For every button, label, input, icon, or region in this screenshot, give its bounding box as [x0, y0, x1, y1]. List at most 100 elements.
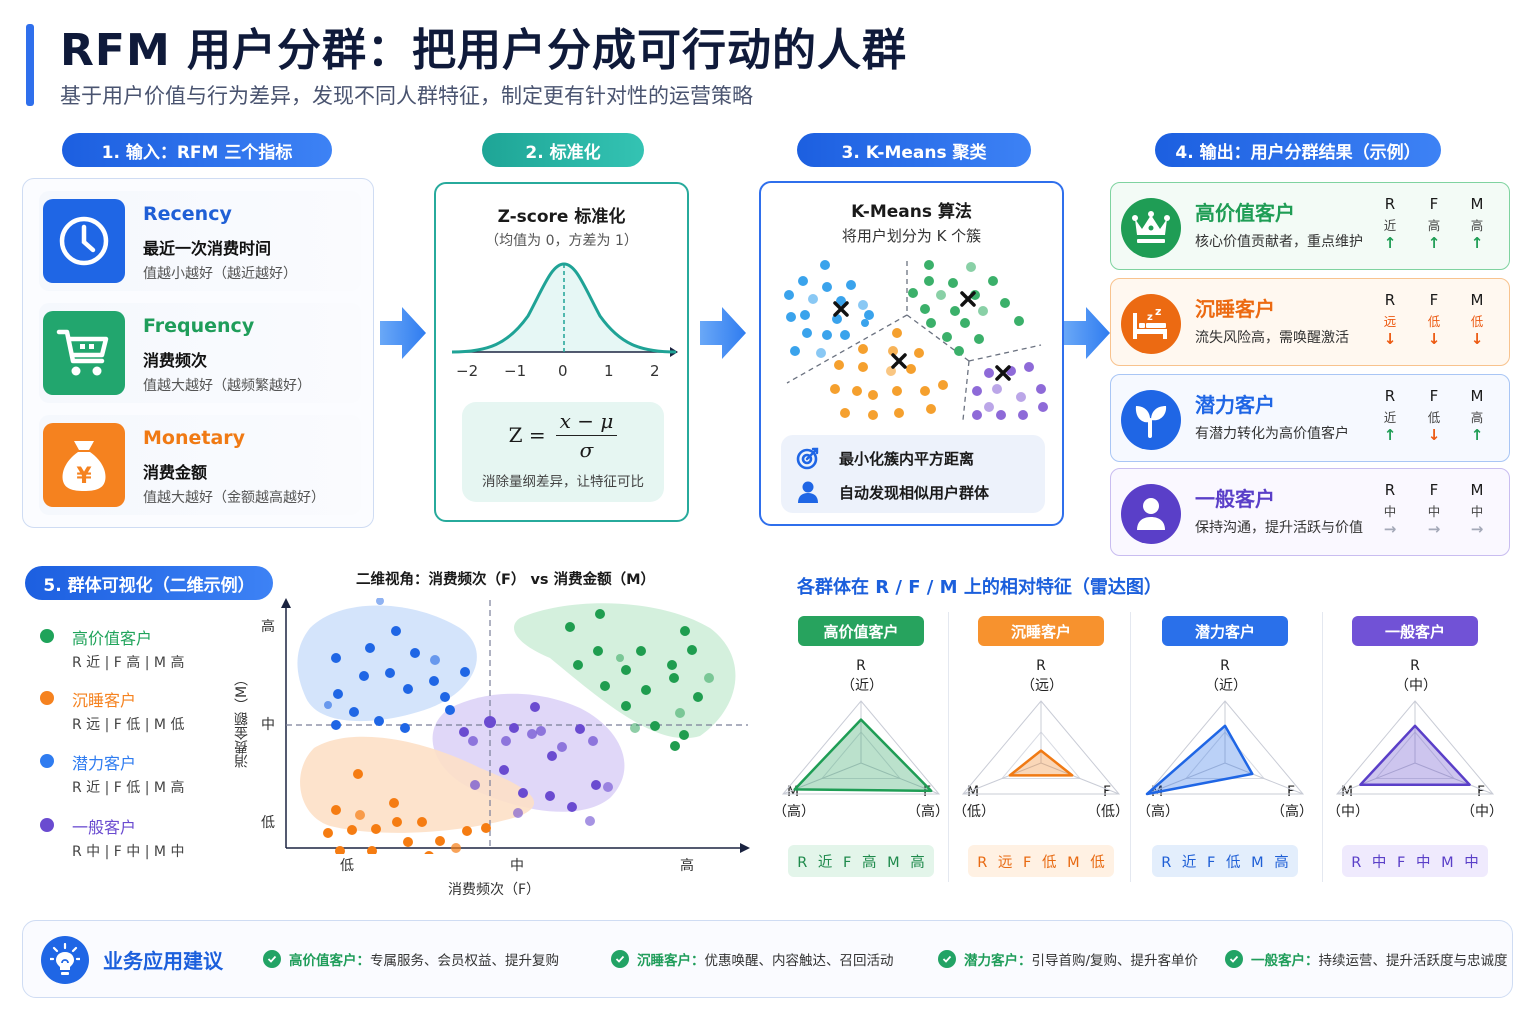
arrow-up-icon: ↑	[1427, 234, 1441, 252]
kmeans-subtitle: 将用户划分为 K 个簇	[841, 227, 982, 245]
rfm-metrics-panel: Recency 最近一次消费时间 值越小越好（越近越好） Frequency 消…	[22, 178, 374, 528]
title-accent-bar	[26, 24, 34, 106]
page-title: RFM 用户分群：把用户分成可行动的人群	[60, 25, 908, 76]
kmeans-note-text: 自动发现相似用户群体	[839, 483, 990, 502]
segment-desc: 有潜力转化为高价值客户	[1195, 426, 1349, 442]
svg-text:¥: ¥	[76, 464, 92, 489]
formula-numerator: x − μ	[555, 409, 618, 436]
radar-section-title: 各群体在 R / F / M 上的相对特征（雷达图）	[797, 577, 1162, 598]
metric-desc: 值越小越好（越近越好）	[143, 266, 297, 282]
arrow-right-icon	[380, 307, 426, 359]
check-circle-icon	[611, 950, 629, 968]
tick-label: 0	[558, 362, 568, 380]
metric-monetary: ¥ Monetary 消费金额 值越大越好（金额越高越好）	[39, 415, 361, 515]
radar-chart	[1145, 700, 1305, 796]
x-axis-label: 消费频次（F）	[448, 882, 541, 898]
arrow-right-icon: →	[1383, 520, 1397, 538]
advice-item: 沉睡客户：优惠唤醒、内容触达、召回活动	[611, 949, 894, 969]
svg-text:z: z	[1147, 312, 1153, 323]
tick-label: −2	[456, 362, 479, 380]
metric-name: Frequency	[143, 315, 255, 337]
check-circle-icon	[263, 950, 281, 968]
radar-chart	[781, 700, 941, 795]
advice-item: 高价值客户：专属服务、会员权益、提升复购	[263, 949, 559, 969]
metric-frequency: Frequency 消费频次 值越大越好（越频繁越好）	[39, 303, 361, 403]
segment-desc: 流失风险高，需唤醒激活	[1195, 330, 1349, 346]
user-icon	[795, 479, 821, 505]
step5-label: 5. 群体可视化（二维示例）	[25, 566, 273, 600]
step3-label: 3. K-Means 聚类	[797, 133, 1031, 167]
y-tick: 高	[261, 619, 275, 635]
check-circle-icon	[938, 950, 956, 968]
segment-name: 高价值客户	[1195, 201, 1295, 225]
step2-label: 2. 标准化	[482, 133, 644, 167]
arrow-down-icon: ↓	[1427, 426, 1441, 444]
svg-text:z: z	[1155, 307, 1161, 318]
metric-recency: Recency 最近一次消费时间 值越小越好（越近越好）	[39, 191, 361, 291]
lightbulb-icon	[41, 936, 89, 984]
kmeans-notes-box: 最小化簇内平方距离 自动发现相似用户群体	[781, 435, 1045, 513]
kmeans-title: K-Means 算法	[851, 202, 972, 222]
arrow-right-icon	[700, 307, 746, 359]
kmeans-panel: K-Means 算法 将用户划分为 K 个簇 最小化簇内平方距离 自动发现相似用…	[759, 181, 1064, 526]
kmeans-note: 最小化簇内平方距离	[795, 445, 974, 471]
kmeans-note: 自动发现相似用户群体	[795, 479, 989, 505]
clock-icon	[43, 199, 125, 283]
metric-desc: 值越大越好（越频繁越好）	[143, 378, 311, 394]
x-tick: 中	[510, 858, 524, 874]
money-bag-icon: ¥	[43, 423, 125, 507]
formula-note: 消除量纲差异，让特征可比	[482, 474, 644, 490]
tick-label: 1	[604, 362, 614, 380]
radar-summary: R 远 F 低 M 低	[968, 845, 1114, 877]
segment-desc: 保持沟通，提升活跃与价值	[1195, 520, 1363, 536]
person-icon	[1121, 484, 1181, 544]
step1-label: 1. 输入：RFM 三个指标	[62, 133, 332, 167]
cart-icon	[43, 311, 125, 395]
metric-name: Recency	[143, 203, 232, 225]
business-advice-bar: 业务应用建议 高价值客户：专属服务、会员权益、提升复购 沉睡客户：优惠唤醒、内容…	[22, 920, 1513, 998]
formula-denominator: σ	[579, 437, 594, 462]
radar-chart	[961, 700, 1121, 795]
radar-group-chip: 沉睡客户	[978, 616, 1104, 646]
advice-item: 一般客户：持续运营、提升活跃度与忠诚度	[1225, 949, 1508, 969]
tick-label: 2	[650, 362, 660, 380]
arrow-down-icon: ↓	[1470, 330, 1484, 348]
tick-label: −1	[504, 362, 527, 380]
check-circle-icon	[1225, 950, 1243, 968]
metric-desc: 值越大越好（金额越高越好）	[143, 490, 325, 506]
radar-summary: R 中 F 中 M 中	[1342, 845, 1488, 877]
formula-lhs: Z =	[508, 423, 546, 447]
kmeans-note-text: 最小化簇内平方距离	[839, 449, 975, 468]
y-axis-label: 消费金额（M）	[234, 671, 250, 769]
advice-item: 潜力客户：引导首购/复购、提升客单价	[938, 949, 1198, 969]
radar-axis-r: R（近）	[1205, 658, 1247, 694]
normal-curve-chart	[451, 262, 678, 357]
arrow-right-icon	[1064, 307, 1110, 359]
x-tick: 高	[680, 858, 694, 874]
metric-cn: 消费金额	[143, 463, 208, 482]
radar-axis-m: M（低）	[953, 784, 995, 820]
advice-title: 业务应用建议	[103, 949, 223, 973]
segment-name: 一般客户	[1195, 487, 1275, 511]
arrow-up-icon: ↑	[1383, 426, 1397, 444]
kmeans-cluster-chart	[784, 260, 1048, 421]
radar-axis-m: M（中）	[1327, 784, 1369, 820]
radar-summary: R 近 F 低 M 高	[1152, 845, 1298, 877]
radar-summary: R 近 F 高 M 高	[788, 845, 934, 877]
y-tick: 中	[261, 717, 275, 733]
arrow-right-icon: →	[1427, 520, 1441, 538]
y-tick: 低	[261, 815, 275, 831]
standardization-panel: Z-score 标准化 （均值为 0，方差为 1） −2 −1 0 1 2 Z …	[434, 182, 689, 522]
